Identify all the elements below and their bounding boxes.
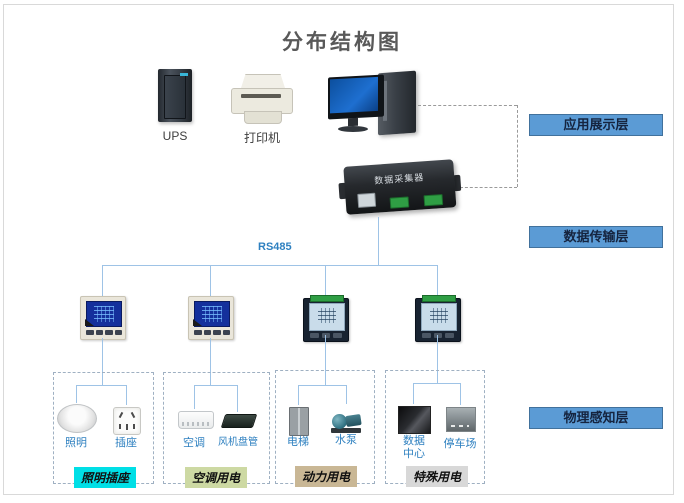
ups-door xyxy=(164,75,186,119)
device-label-parking: 停车场 xyxy=(443,438,477,450)
device-label-socket: 插座 xyxy=(115,437,137,449)
layer-application: 应用展示层 xyxy=(529,114,663,136)
printer-slot xyxy=(241,94,281,98)
meter1-drop-line xyxy=(102,265,103,296)
device-label-elevator: 电梯 xyxy=(287,436,309,448)
connector-computer-right xyxy=(418,105,517,106)
device-label-pump: 水泵 xyxy=(335,434,357,446)
elevator-icon xyxy=(289,407,309,436)
group-tag-special: 特殊用电 xyxy=(406,466,469,487)
group2-branch-line xyxy=(194,385,237,386)
collector-label: 数据采集器 xyxy=(373,172,425,186)
connector-collector-right xyxy=(460,187,517,188)
group3-branch-line xyxy=(298,385,346,386)
meter-buttons xyxy=(310,333,343,338)
parking-lot-icon xyxy=(446,407,476,432)
device-label-ac: 空调 xyxy=(183,437,205,449)
terminal-block-icon xyxy=(423,194,444,207)
group-tag-lighting: 照明插座 xyxy=(74,467,137,488)
computer-icon xyxy=(328,70,420,140)
power-meter-2 xyxy=(188,296,234,340)
meter2-drop-line xyxy=(210,265,211,296)
power-meter-3 xyxy=(303,295,349,342)
diagram-border-frame xyxy=(3,4,674,495)
group1-drop-right xyxy=(126,385,127,405)
group1-branch-line xyxy=(76,385,127,386)
meter-screen xyxy=(194,301,230,327)
ethernet-port-icon xyxy=(357,192,377,208)
group2-stem-line xyxy=(210,338,211,385)
group4-drop-left xyxy=(413,383,414,404)
connector-vertical xyxy=(517,105,518,187)
power-socket-icon xyxy=(113,407,141,435)
rs485-bus-line xyxy=(102,265,438,266)
layer-perception: 物理感知层 xyxy=(529,407,663,429)
meter-buttons xyxy=(194,330,230,335)
group3-stem-line xyxy=(325,335,326,385)
meter-screen xyxy=(421,303,457,331)
ups-led xyxy=(180,73,188,76)
terminal-block-icon xyxy=(389,196,410,209)
layer-transmission: 数据传输层 xyxy=(529,226,663,248)
power-meter-4 xyxy=(415,295,461,342)
power-meter-1 xyxy=(80,296,126,340)
printer-tray xyxy=(244,111,282,124)
group3-drop-right xyxy=(346,385,347,404)
computer-monitor xyxy=(328,74,384,120)
group-tag-hvac: 空调用电 xyxy=(185,467,248,488)
rs485-label: RS485 xyxy=(258,241,292,253)
group3-drop-left xyxy=(298,385,299,405)
monitor-stand xyxy=(348,117,358,127)
group4-branch-line xyxy=(413,383,460,384)
meter3-drop-line xyxy=(325,265,326,296)
printer-label: 打印机 xyxy=(243,131,280,145)
printer-icon xyxy=(231,74,293,124)
meter-corner xyxy=(193,319,202,326)
ups-label: UPS xyxy=(162,129,188,143)
group-tag-power: 动力用电 xyxy=(295,466,358,487)
page-title: 分布结构图 xyxy=(282,31,402,54)
group2-drop-right xyxy=(237,385,238,412)
ups-icon xyxy=(158,69,192,122)
group1-stem-line xyxy=(102,338,103,385)
device-label-fancoil: 风机盘管 xyxy=(218,437,258,448)
collector-bus-drop-line xyxy=(378,217,379,265)
ceiling-light-icon xyxy=(57,404,97,433)
water-pump-icon xyxy=(331,406,362,433)
group2-drop-left xyxy=(194,385,195,409)
group1-drop-left xyxy=(76,385,77,403)
printer-body xyxy=(231,88,293,114)
fan-coil-icon xyxy=(220,414,258,428)
monitor-base xyxy=(338,126,368,132)
meter-corner xyxy=(85,319,94,326)
meter4-drop-line xyxy=(437,265,438,296)
computer-screen xyxy=(330,76,378,114)
collector-body: 数据采集器 xyxy=(343,159,457,215)
meter-screen xyxy=(309,303,345,331)
meter-buttons xyxy=(86,330,122,335)
data-center-icon xyxy=(398,406,431,434)
device-label-lighting: 照明 xyxy=(65,437,87,449)
meter-terminal xyxy=(310,295,344,302)
group4-drop-right xyxy=(460,383,461,405)
air-conditioner-icon xyxy=(178,411,214,429)
meter-terminal xyxy=(422,295,456,302)
group4-stem-line xyxy=(437,335,438,383)
meter-buttons xyxy=(422,333,455,338)
device-label-datacenter: 数据中心 xyxy=(403,435,425,460)
data-collector-icon: 数据采集器 xyxy=(338,157,462,221)
